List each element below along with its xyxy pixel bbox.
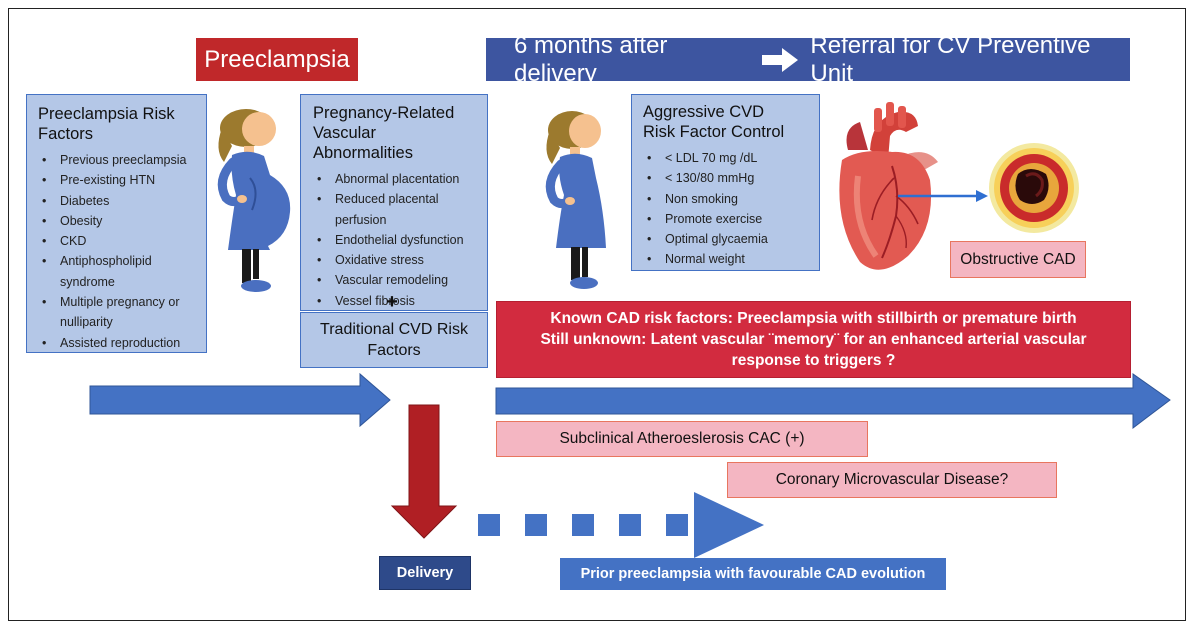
traditional-cvd-box: Traditional CVD Risk Factors bbox=[300, 312, 488, 368]
list-item: Normal weight bbox=[643, 249, 811, 270]
subclinical-box: Subclinical Atheroeslerosis CAC (+) bbox=[496, 421, 868, 457]
list-item: Previous preeclampsia bbox=[38, 150, 198, 171]
list-item: Non smoking bbox=[643, 189, 811, 210]
list-item-continuation: perfusion bbox=[335, 212, 387, 227]
favourable-evolution-label: Prior preeclampsia with favourable CAD e… bbox=[560, 558, 946, 590]
dash-segment bbox=[525, 514, 547, 536]
list-item: Promote exercise bbox=[643, 209, 811, 230]
dash-segment bbox=[572, 514, 594, 536]
delivery-label: Delivery bbox=[379, 556, 471, 590]
list-item: Abnormal placentation bbox=[313, 169, 479, 190]
list-item: Optimal glycaemia bbox=[643, 229, 811, 250]
list-item: Antiphospholipid bbox=[38, 251, 198, 272]
aggressive-cvd-box: Aggressive CVD Risk Factor Control < LDL… bbox=[631, 94, 820, 271]
dash-segment bbox=[619, 514, 641, 536]
risk-factors-title: Preeclampsia Risk Factors bbox=[38, 105, 175, 143]
aggressive-list: < LDL 70 mg /dL < 130/80 mmHg Non smokin… bbox=[643, 148, 811, 270]
dash-segment bbox=[478, 514, 500, 536]
list-item: CKD bbox=[38, 231, 198, 252]
list-item: Vessel fibrosis bbox=[313, 291, 479, 312]
referral-text: Referral for CV Preventive Unit bbox=[810, 31, 1091, 87]
dash-segment bbox=[666, 514, 688, 536]
list-item: Reduced placental bbox=[313, 189, 479, 210]
list-item: < 130/80 mmHg bbox=[643, 168, 811, 189]
known-cad-risk-box: Known CAD risk factors: Preeclampsia wit… bbox=[496, 301, 1131, 378]
risk-factors-box: Preeclampsia Risk Factors Previous preec… bbox=[26, 94, 207, 353]
list-item: Endothelial dysfunction bbox=[313, 230, 479, 251]
list-item: Multiple pregnancy or bbox=[38, 292, 198, 313]
list-item-continuation: syndrome bbox=[60, 274, 115, 289]
delivery-down-arrow bbox=[390, 404, 458, 539]
preeclampsia-banner: Preeclampsia bbox=[196, 38, 358, 81]
preeclampsia-banner-text: Preeclampsia bbox=[204, 45, 350, 73]
vascular-abnormalities-box: Pregnancy-Related Vascular Abnormalities… bbox=[300, 94, 488, 311]
aggressive-title: Aggressive CVD Risk Factor Control bbox=[643, 103, 785, 141]
list-item: Pre-existing HTN bbox=[38, 170, 198, 191]
list-item: < LDL 70 mg /dL bbox=[643, 148, 811, 169]
obstructive-cad-box: Obstructive CAD bbox=[950, 241, 1086, 278]
vascular-list: Abnormal placentation Reduced placental … bbox=[313, 169, 479, 311]
list-item: Vascular remodeling bbox=[313, 270, 479, 291]
list-item: Oxidative stress bbox=[313, 250, 479, 271]
right-timeline-arrow bbox=[495, 373, 1171, 430]
figure-frame bbox=[8, 8, 1186, 621]
list-item-continuation: nulliparity bbox=[60, 315, 113, 330]
plus-sign: + bbox=[386, 290, 398, 313]
white-arrow-icon bbox=[761, 47, 799, 73]
list-item: Diabetes bbox=[38, 191, 198, 212]
after-delivery-banner: 6 months after delivery Referral for CV … bbox=[486, 32, 1130, 87]
after-delivery-text: 6 months after delivery bbox=[514, 31, 668, 87]
left-timeline-arrow bbox=[89, 372, 391, 428]
risk-factors-list: Previous preeclampsia Pre-existing HTN D… bbox=[38, 150, 198, 353]
list-item: Assisted reproduction bbox=[38, 333, 198, 354]
list-item: Obesity bbox=[38, 211, 198, 232]
microvascular-box: Coronary Microvascular Disease? bbox=[727, 462, 1057, 498]
vascular-title: Pregnancy-Related Vascular Abnormalities bbox=[313, 104, 455, 162]
dashed-arrow-head bbox=[694, 492, 764, 558]
